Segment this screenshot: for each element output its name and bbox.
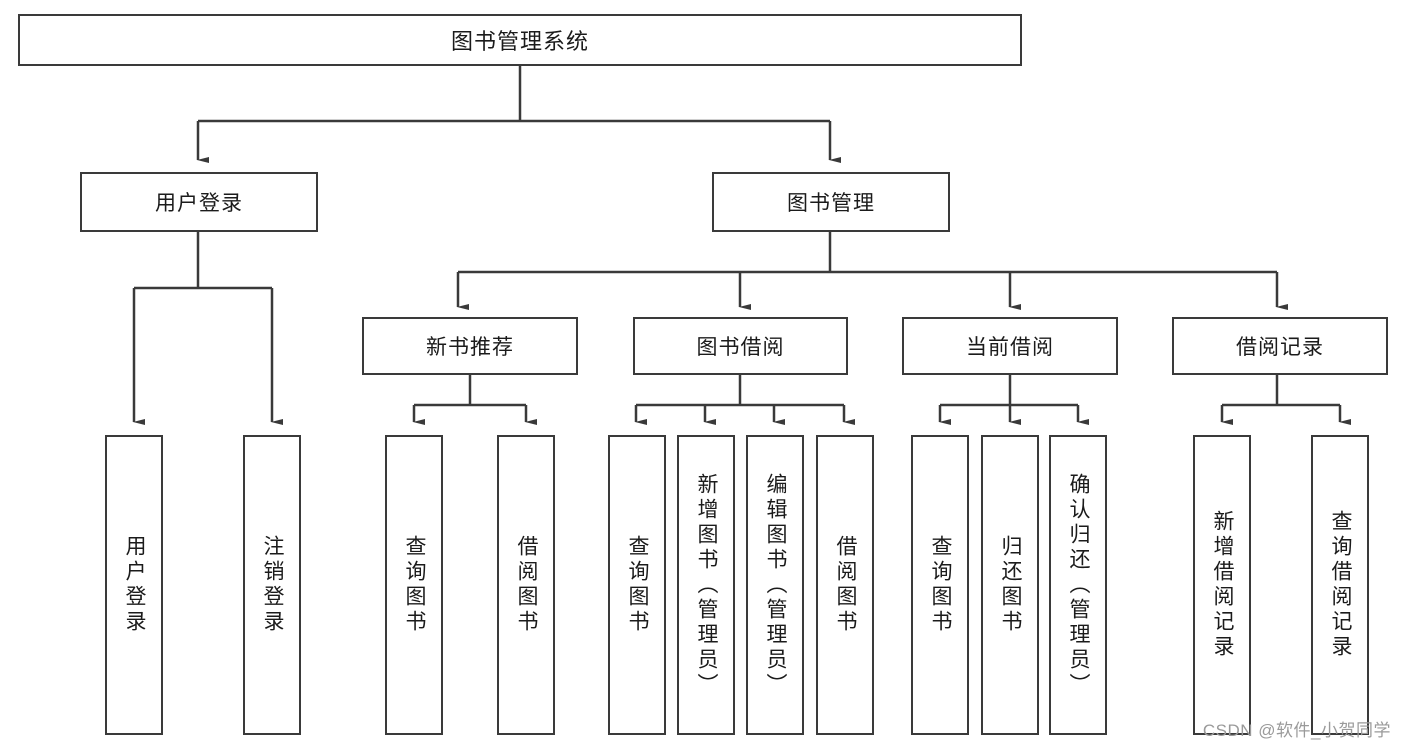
node-root-book-management-system[interactable]: 图书管理系统: [18, 14, 1022, 66]
leaf-current-borrow-return-book[interactable]: 归还图书: [981, 435, 1039, 735]
node-label: 当前借阅: [966, 336, 1054, 359]
node-user-login[interactable]: 用户登录: [80, 172, 318, 232]
leaf-borrow-record-add-record[interactable]: 新增借阅记录: [1193, 435, 1251, 735]
node-label: 图书管理系统: [450, 29, 589, 54]
node-label: 查询借阅记录: [1329, 510, 1353, 660]
node-new-book-recommend[interactable]: 新书推荐: [362, 317, 578, 375]
node-label: 用户登录: [123, 535, 147, 635]
leaf-user-login-logout[interactable]: 注销登录: [243, 435, 301, 735]
leaf-book-borrow-query-book[interactable]: 查询图书: [608, 435, 666, 735]
node-label: 新书推荐: [426, 336, 514, 359]
leaf-borrow-record-query-record[interactable]: 查询借阅记录: [1311, 435, 1369, 735]
node-label: 确认归还（管理员）: [1067, 472, 1091, 698]
node-label: 查询图书: [929, 535, 953, 635]
leaf-new-book-borrow-book[interactable]: 借阅图书: [497, 435, 555, 735]
leaf-current-borrow-confirm-return-admin[interactable]: 确认归还（管理员）: [1049, 435, 1107, 735]
leaf-current-borrow-query-book[interactable]: 查询图书: [911, 435, 969, 735]
leaf-user-login-login[interactable]: 用户登录: [105, 435, 163, 735]
node-label: 新增图书（管理员）: [695, 472, 719, 698]
node-current-borrow[interactable]: 当前借阅: [902, 317, 1118, 375]
leaf-book-borrow-borrow-book[interactable]: 借阅图书: [816, 435, 874, 735]
node-label: 借阅图书: [515, 535, 539, 635]
node-book-management[interactable]: 图书管理: [712, 172, 950, 232]
node-label: 图书借阅: [696, 336, 785, 359]
node-label: 借阅图书: [834, 535, 858, 635]
node-borrow-record[interactable]: 借阅记录: [1172, 317, 1388, 375]
node-label: 借阅记录: [1236, 336, 1324, 359]
csdn-watermark: CSDN @软件_小贺同学: [1202, 721, 1391, 740]
node-label: 用户登录: [155, 192, 243, 215]
node-label: 注销登录: [261, 535, 285, 635]
leaf-new-book-query-book[interactable]: 查询图书: [385, 435, 443, 735]
node-book-borrow[interactable]: 图书借阅: [633, 317, 848, 375]
node-label: 编辑图书（管理员）: [764, 472, 788, 698]
node-label: 新增借阅记录: [1211, 510, 1235, 660]
leaf-book-borrow-add-book-admin[interactable]: 新增图书（管理员）: [677, 435, 735, 735]
node-label: 归还图书: [999, 535, 1023, 635]
node-label: 查询图书: [626, 535, 650, 635]
node-label: 图书管理: [787, 192, 875, 215]
leaf-book-borrow-edit-book-admin[interactable]: 编辑图书（管理员）: [746, 435, 804, 735]
node-label: 查询图书: [403, 535, 427, 635]
